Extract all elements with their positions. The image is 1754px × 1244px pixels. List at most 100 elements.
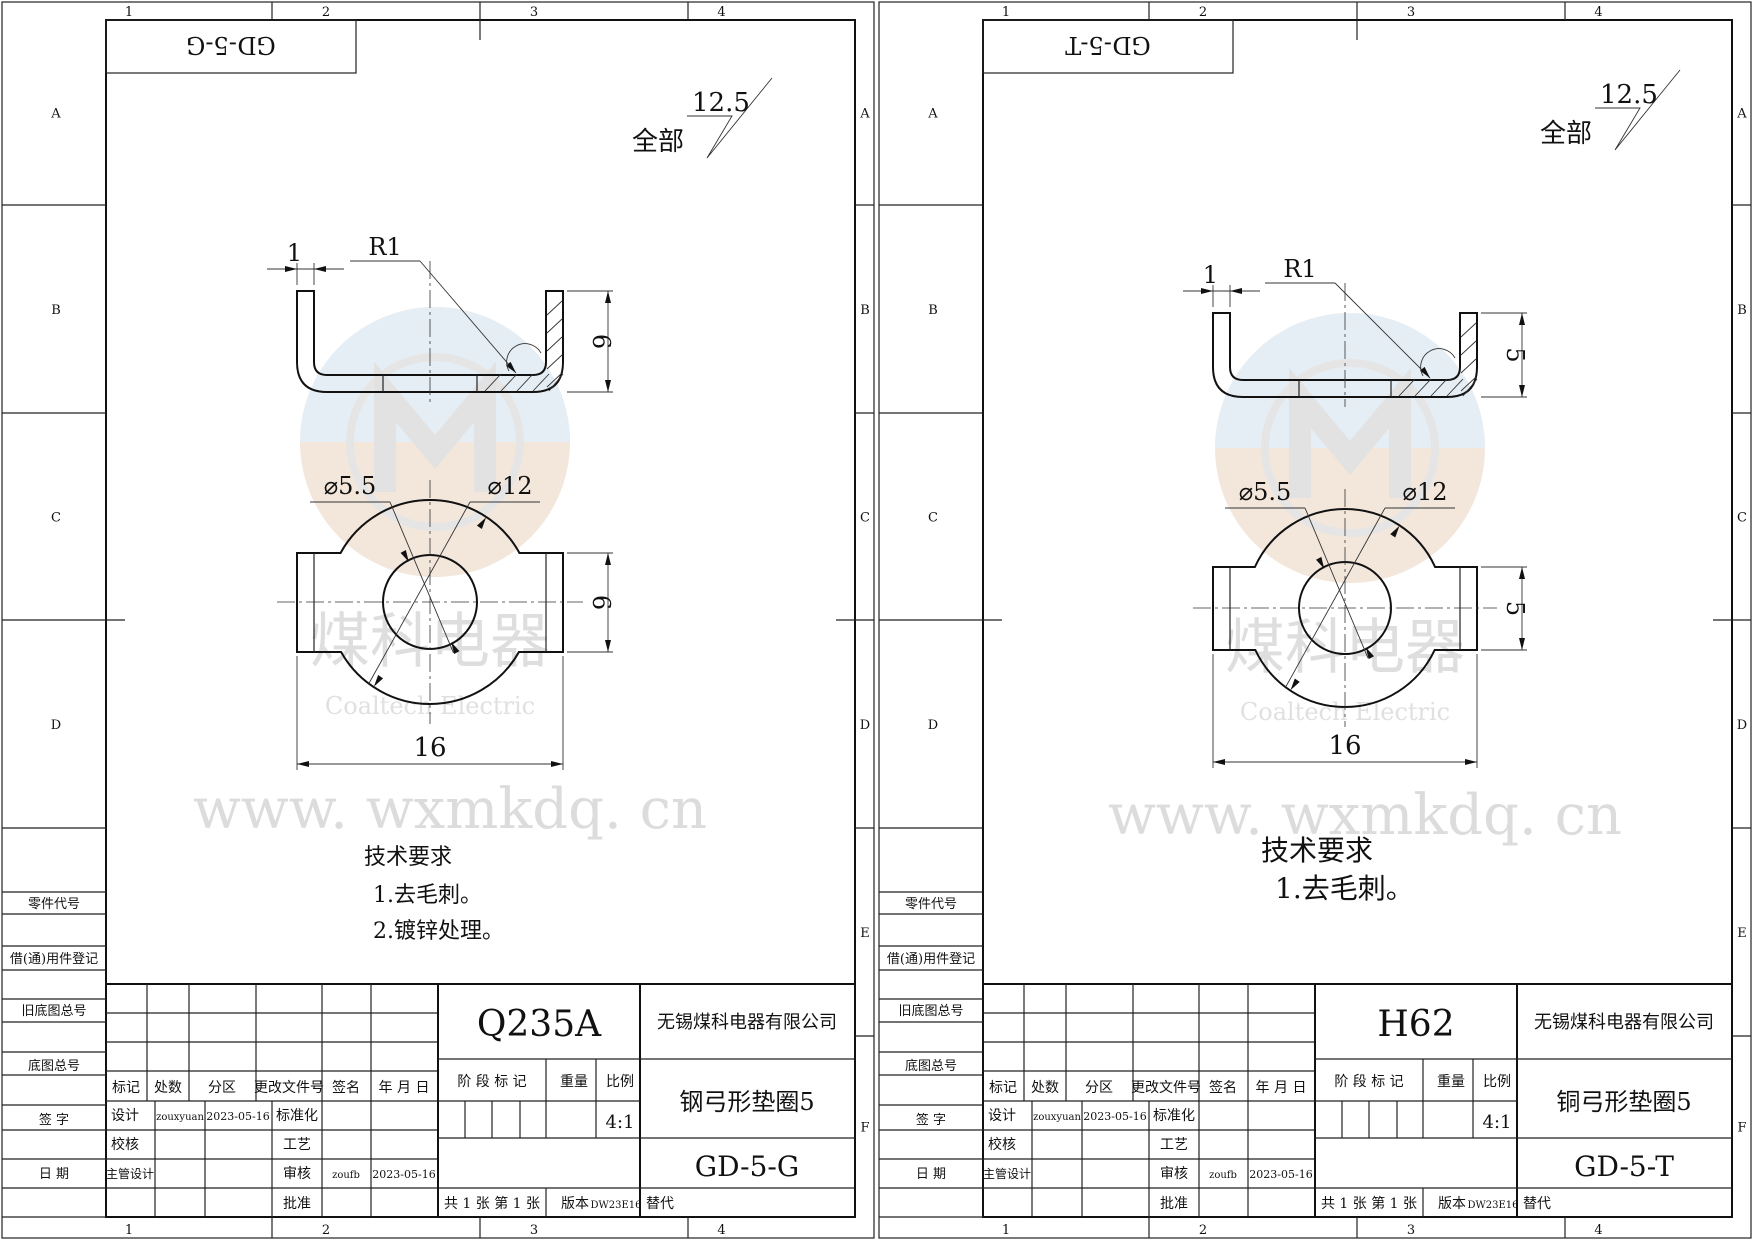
roughness-symbol: 12.5 全部 [632,77,773,159]
zone-col-bottom: 1 [125,1223,133,1238]
zone-row-left: C [928,511,938,526]
zone-row-right: E [1737,926,1747,941]
part-name: 钢弓形垫圈5 [679,1088,814,1116]
label-standardization: 标准化 [1153,1108,1195,1124]
tech-requirements-title: 技术要求 [1261,834,1373,867]
mirrored-drawing-code: GD-5-G [186,31,276,59]
dim-height-front: 5 [1501,601,1529,616]
roughness-value: 12.5 [692,88,750,118]
dim-outer-diameter: ⌀12 [488,472,533,500]
label-review: 审核 [1160,1166,1188,1182]
change-header: 更改文件号 [1131,1080,1201,1096]
zone-col-bottom: 2 [1199,1223,1207,1238]
material: H62 [1377,1004,1454,1045]
part-name: 铜弓形垫圈5 [1556,1088,1691,1116]
dim-hole-diameter: ⌀5.5 [1239,478,1292,506]
side-table-label: 底图总号 [28,1058,80,1074]
watermark: 煤科电器 Coaltech Electric www. wxmkdq. cn [193,307,707,842]
label-chief-design: 主管设计 [983,1166,1031,1181]
zone-col-top: 3 [530,5,538,20]
zone-col-top: 2 [322,5,330,20]
material: Q235A [477,1004,602,1045]
label-version: 版本 [561,1196,589,1212]
reviewer-name: zoufb [332,1170,360,1181]
change-header: 分区 [208,1080,236,1096]
designer-name: zouxyuan [1033,1112,1081,1123]
dim-thickness: 1 [1203,261,1218,289]
side-table-label: 借(通)用件登记 [10,952,98,967]
change-header: 年 月 日 [379,1080,430,1096]
sheet-count: 共 1 张 第 1 张 [1321,1195,1417,1212]
label-approve: 批准 [283,1196,311,1212]
zone-row-left: B [51,303,61,318]
version-value: DW23E16 [1467,1200,1518,1211]
side-view-outline [296,290,564,393]
zone-row-right: F [1737,1121,1746,1136]
label-review: 审核 [283,1166,311,1182]
mirrored-drawing-code: GD-5-T [1065,31,1151,59]
label-replace: 替代 [646,1196,674,1212]
roughness-prefix: 全部 [632,127,684,157]
side-table-label: 底图总号 [905,1058,957,1074]
change-header: 标记 [989,1080,1017,1096]
zone-col-bottom: 4 [717,1223,725,1238]
zone-row-right: D [1737,718,1747,733]
zone-col-top: 1 [125,5,133,20]
zone-row-right: E [860,926,870,941]
change-header: 处数 [1031,1080,1059,1096]
dim-radius: R1 [368,233,401,261]
label-replace: 替代 [1523,1196,1551,1212]
roughness-prefix: 全部 [1540,119,1592,149]
zone-row-left: A [927,107,938,122]
label-scale: 比例 [1483,1074,1511,1090]
side-table-label: 借(通)用件登记 [887,952,975,967]
review-date: 2023-05-16 [372,1168,435,1181]
label-scale: 比例 [606,1074,634,1090]
zone-col-bottom: 4 [1594,1223,1602,1238]
zone-col-bottom: 3 [1407,1223,1415,1238]
watermark: 煤科电器 Coaltech Electric www. wxmkdq. cn [1108,313,1622,848]
label-weight: 重量 [1437,1074,1465,1090]
dim-width: 16 [1328,731,1361,761]
side-table-label: 旧底图总号 [21,1003,86,1019]
watermark-url: www. wxmkdq. cn [1108,783,1622,848]
label-design: 设计 [111,1108,139,1124]
label-weight: 重量 [560,1074,588,1090]
side-table-label: 签 字 [39,1112,69,1128]
sheet-count: 共 1 张 第 1 张 [444,1195,540,1212]
zone-col-top: 2 [1199,5,1207,20]
side-table-label: 日 期 [39,1167,69,1182]
change-header: 更改文件号 [254,1080,324,1096]
zone-row-left: C [51,511,61,526]
zone-col-top: 1 [1002,5,1010,20]
company-name: 无锡煤科电器有限公司 [1534,1012,1714,1033]
drawing-sheet-steel: 煤科电器 Coaltech Electric www. wxmkdq. cn 1… [0,0,877,1240]
change-header: 签名 [332,1079,360,1096]
side-table-label: 签 字 [916,1112,946,1128]
label-stage-mark: 阶 段 标 记 [1334,1074,1403,1090]
tech-requirements-title: 技术要求 [364,845,452,870]
label-chief-design: 主管设计 [106,1166,154,1181]
review-date: 2023-05-16 [1249,1168,1312,1181]
zone-col-bottom: 2 [322,1223,330,1238]
drawing-number: GD-5-G [695,1150,799,1183]
zone-col-top: 3 [1407,5,1415,20]
label-process: 工艺 [1160,1137,1188,1153]
zone-row-right: D [860,718,870,733]
label-approve: 批准 [1160,1196,1188,1212]
zone-row-left: D [928,718,938,733]
tech-requirement-item: 2.镀锌处理。 [373,919,504,944]
side-table-label: 旧底图总号 [898,1003,963,1019]
dim-height-side: 6 [587,334,615,349]
front-view-outline [296,499,564,705]
zone-row-right: C [1737,511,1747,526]
design-date: 2023-05-16 [206,1110,269,1123]
change-header: 处数 [154,1080,182,1096]
label-check: 校核 [111,1136,139,1153]
side-view-outline [1212,312,1478,398]
tech-requirement-item: 1.去毛刺。 [1275,872,1414,905]
scale-value: 4:1 [1483,1112,1512,1133]
zone-col-bottom: 1 [1002,1223,1010,1238]
drawing-sheet-copper: 煤科电器 Coaltech Electric www. wxmkdq. cn 1… [877,0,1754,1240]
